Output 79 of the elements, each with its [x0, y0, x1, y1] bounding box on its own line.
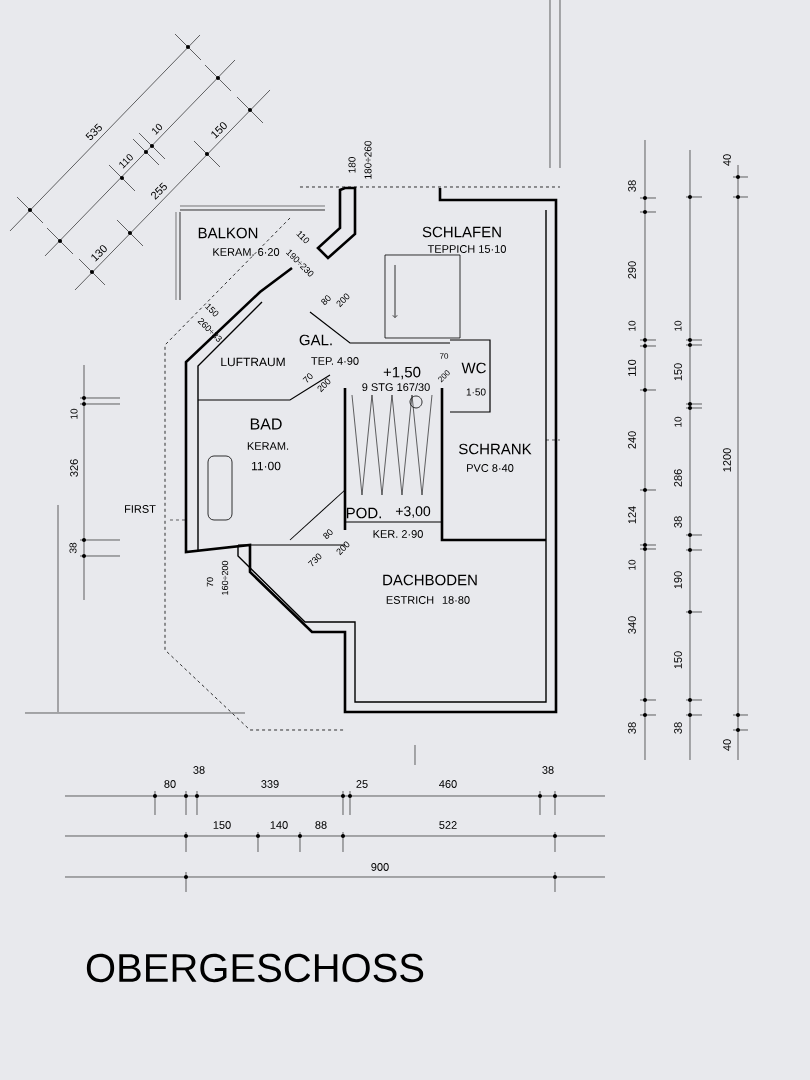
dimension-label: 110 [628, 359, 636, 376]
dimension-label: 80 [321, 295, 331, 305]
dimension-label: 150 [211, 122, 227, 139]
dimension-label: 38 [542, 766, 554, 774]
dimension-label: 80 [164, 780, 176, 788]
room-label: 18·80 [442, 596, 470, 604]
dimension-label: 1200 [723, 448, 731, 472]
dimension-label: 38 [628, 722, 636, 734]
dimension-label: 10 [628, 320, 636, 331]
room-label: KER. 2·90 [373, 530, 423, 538]
dimension-label: 10 [674, 320, 682, 331]
dimension-label: 240 [628, 431, 636, 449]
dimension-label: 38 [193, 766, 205, 774]
level-mark: +3,00 [396, 506, 431, 518]
room-label: KERAM. 6·20 [213, 248, 280, 256]
dimension-label: 130 [91, 245, 107, 262]
dimension-label: 25 [356, 780, 368, 788]
dimension-label: 80 [323, 529, 333, 539]
dimension-label: 160÷200 [221, 560, 229, 595]
dimension-label: 38 [628, 180, 636, 192]
dimension-label: 200 [336, 541, 350, 556]
dimension-label: 255 [151, 182, 167, 200]
dimension-label: 110 [119, 154, 133, 169]
room-name: WC [461, 362, 486, 374]
dimension-label: 38 [69, 542, 77, 554]
dimension-label: 70 [439, 353, 449, 359]
room-name: DACHBODEN [383, 574, 477, 586]
room-name: GAL. [299, 334, 332, 346]
dimension-label: 326 [70, 459, 78, 477]
room-name: BAD [250, 418, 282, 430]
room-label: KERAM. [247, 442, 289, 450]
dimension-label: 522 [439, 821, 457, 829]
room-label: TEPPICH 15·10 [427, 245, 506, 253]
dimension-label: 339 [261, 780, 279, 788]
dimension-label: 1·50 [466, 388, 486, 396]
room-name: POD. [346, 507, 381, 519]
room-label: 11·00 [252, 461, 281, 471]
dimension-label: 900 [371, 863, 389, 871]
dimension-label: 124 [628, 506, 636, 524]
dimension-label: 535 [85, 123, 102, 141]
level-mark: +1,50 [383, 366, 421, 380]
dimension-label: 286 [674, 469, 682, 487]
dimension-label: 140 [270, 821, 288, 829]
dimension-label: 200 [317, 378, 331, 393]
room-name: BALKON [198, 227, 258, 239]
dimension-label: 10 [628, 559, 636, 570]
dimension-label: 10 [674, 416, 682, 427]
dimension-label: 38 [674, 722, 682, 734]
dimension-label: 340 [628, 616, 636, 634]
dimension-label: 290 [628, 261, 636, 279]
dimension-label: 200 [438, 370, 450, 383]
dimension-label: 10 [152, 123, 163, 135]
dimension-label: 88 [315, 821, 327, 829]
dimension-label: 150 [674, 363, 682, 381]
room-name: SCHRANK [459, 443, 532, 455]
dimension-label: 180÷260 [364, 140, 372, 179]
stair-label: 9 STG 167/30 [362, 382, 430, 392]
section-label: FIRST [125, 505, 156, 513]
dimension-label: 10 [70, 408, 78, 419]
room-label: PVC 8·40 [467, 464, 514, 472]
dimension-label: 38 [674, 516, 682, 528]
room-name: LUFTRAUM [221, 357, 285, 367]
dimension-label: 40 [723, 739, 731, 751]
dimension-label: 730 [307, 553, 322, 567]
dimension-label: 70 [302, 373, 313, 383]
room-label: ESTRICH [386, 596, 434, 604]
dimension-label: 460 [439, 780, 457, 788]
dimension-label: 200 [336, 293, 350, 308]
dimension-label: 70 [206, 577, 214, 587]
dimension-label: 110 [296, 231, 310, 244]
dimension-label: 150 [674, 651, 682, 669]
dimension-label: 150 [213, 821, 231, 829]
dimension-label: 190 [674, 571, 682, 589]
room-name: SCHLAFEN [422, 226, 501, 238]
room-label: TEP. 4·90 [311, 357, 359, 365]
dimension-label: 180 [348, 157, 356, 173]
dimension-label: 150 [205, 303, 219, 317]
dimension-label: 40 [723, 154, 731, 166]
title: OBERGESCHOSS [86, 953, 424, 983]
